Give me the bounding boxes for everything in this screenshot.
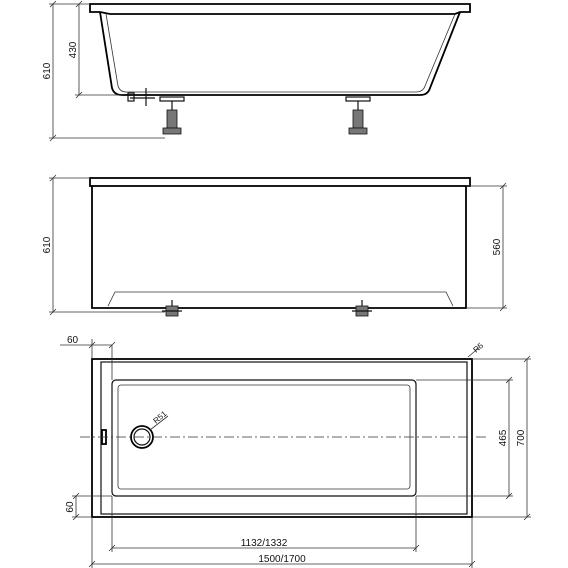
top-drain-leader (149, 415, 169, 431)
top-rim-inner-edge (100, 361, 468, 515)
top-basin-edge (111, 379, 417, 497)
front-panel-height-label: 560 (492, 238, 503, 255)
side-leg-left (159, 96, 185, 135)
side-view: 610 430 (42, 0, 471, 142)
side-tub-inner (105, 13, 456, 93)
inner-length-label: 1132/1332 (241, 538, 288, 549)
side-tub-body (99, 11, 461, 96)
front-panel (91, 186, 467, 309)
top-view: R51 R5 60 60 465 700 (60, 335, 531, 568)
front-view: 610 560 (42, 174, 507, 317)
front-rim (89, 177, 471, 187)
front-total-height-label: 610 (42, 236, 53, 253)
side-drain-cap (127, 92, 135, 102)
inner-width-label: 465 (498, 429, 509, 446)
side-rim (89, 3, 471, 15)
corner-radius-leader (467, 346, 481, 358)
rim-width-bottom-label: 60 (65, 501, 76, 513)
front-leg-left (162, 300, 182, 317)
outer-length-label: 1500/1700 (258, 554, 306, 565)
front-leg-right (352, 300, 372, 317)
outer-width-label: 700 (516, 429, 527, 446)
side-rim-height-label: 430 (68, 41, 79, 58)
rim-width-top-label: 60 (67, 335, 79, 346)
side-total-height-label: 610 (42, 62, 53, 79)
drain-radius-label: R51 (152, 409, 169, 426)
top-outer-rim (91, 358, 473, 518)
side-leg-right (345, 96, 371, 135)
front-panel-recess (107, 291, 454, 307)
